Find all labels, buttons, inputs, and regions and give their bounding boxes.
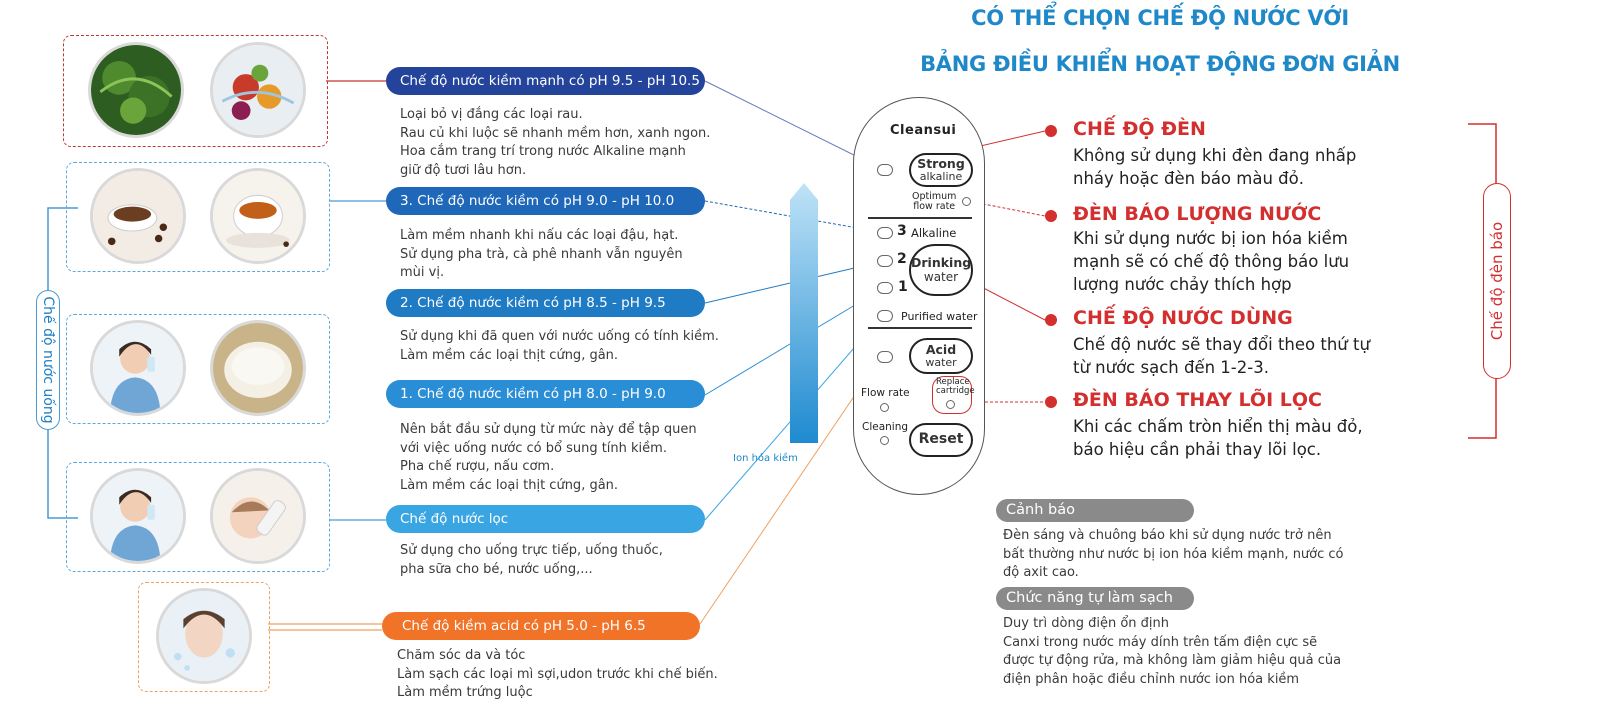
feature-title-4: ĐÈN BÁO THAY LÕI LỌC [1073,389,1322,411]
ion-arrow [790,183,818,443]
mode-pill-alkaline-1: 1. Chế độ nước kiềm có pH 8.0 - pH 9.0 [386,380,705,408]
feature-title-3: CHẾ ĐỘ NƯỚC DÙNG [1073,307,1293,329]
level-3: 3 [897,223,907,239]
acid-water-button[interactable]: Acid water [909,338,973,374]
alkaline-label: Alkaline [911,226,957,240]
notice-title-self-clean: Chức năng tự làm sạch [996,587,1194,610]
replace-cartridge-indicator [946,400,955,409]
face-splash-image [156,588,252,684]
mode-desc-strong-alkaline: Loại bỏ vị đắng các loại rau.Rau củ khi … [400,107,711,178]
vegetables-image [88,42,184,138]
feature-dot-4 [1045,396,1057,408]
strong-alkaline-button[interactable]: Strong alkaline [909,153,973,187]
feature-dot-3 [1045,314,1057,326]
headline-line-1: CÓ THỂ CHỌN CHẾ ĐỘ NƯỚC VỚI [971,6,1349,30]
optimum-indicator [962,197,971,206]
group-acid [138,582,270,692]
group-alkaline-2-1 [66,314,330,424]
cleaning-label: Cleaning [862,421,909,433]
coffee-image [90,168,186,264]
led-3 [877,227,893,239]
divider-2 [868,327,972,329]
mode-desc-alkaline-3: Làm mềm nhanh khi nấu các loại đậu, hạt.… [400,228,683,280]
feature-dot-1 [1045,125,1057,137]
rice-image [210,320,306,416]
left-group-label-box: Chế độ nước uống [36,290,60,430]
mode-pill-acid: Chế độ kiềm acid có pH 5.0 - pH 6.5 [382,612,700,640]
feature-dot-2 [1045,210,1057,222]
group-alkaline-3 [66,162,330,272]
level-1: 1 [898,279,908,295]
group-purified [66,462,330,572]
headline-line-2: BẢNG ĐIỀU KHIỂN HOẠT ĐỘNG ĐƠN GIẢN [920,52,1400,76]
divider-1 [868,217,972,219]
notice-title-warning: Cảnh báo [996,499,1194,522]
tea-image [210,168,306,264]
feature-desc-4: Khi các chấm tròn hiển thị màu đỏ,báo hi… [1073,417,1363,459]
woman-drinking-image [90,320,186,416]
mode-desc-purified: Sử dụng cho uống trực tiếp, uống thuốc,p… [400,543,663,577]
led-acid [877,351,893,363]
notice-desc-warning: Đèn sáng và chuông báo khi sử dụng nước … [1003,528,1344,580]
mode-pill-purified: Chế độ nước lọc [386,505,705,533]
woman-drinking-image-2 [90,468,186,564]
reset-button[interactable]: Reset [909,423,973,457]
arrow-label: Ion hóa kiềm [733,453,798,464]
group-strong-alkaline [63,35,328,147]
mode-pill-alkaline-3: 3. Chế độ nước kiềm có pH 9.0 - pH 10.0 [386,187,705,215]
brand-logo: Cleansui [890,123,957,138]
flow-rate-label: Flow rate [861,387,910,399]
left-group-label: Chế độ nước uống [40,296,56,424]
baby-bottle-image [210,468,306,564]
level-2: 2 [897,251,907,267]
mode-pill-strong-alkaline: Chế độ nước kiềm mạnh có pH 9.5 - pH 10.… [386,67,705,95]
right-group-label: Chế độ đèn báo [1488,221,1506,341]
mode-pill-alkaline-2: 2. Chế độ nước kiềm có pH 8.5 - pH 9.5 [386,289,705,317]
drinking-water-button[interactable]: Drinking water [909,244,973,296]
mode-desc-alkaline-1: Nên bắt đầu sử dụng từ mức này để tập qu… [400,422,697,493]
cleaning-indicator [880,436,889,445]
mode-desc-alkaline-2: Sử dụng khi đã quen với nước uống có tín… [400,329,719,363]
fruit-splash-image [210,42,306,138]
right-group-label-box: Chế độ đèn báo [1483,183,1511,379]
flow-rate-indicator [880,403,889,412]
feature-title-2: ĐÈN BÁO LƯỢNG NƯỚC [1073,203,1322,225]
led-2 [877,255,893,267]
feature-title-1: CHẾ ĐỘ ĐÈN [1073,118,1206,140]
led-1 [877,282,893,294]
purified-label: Purified water [901,310,978,323]
led-purified [877,310,893,322]
led-strong [877,164,893,176]
